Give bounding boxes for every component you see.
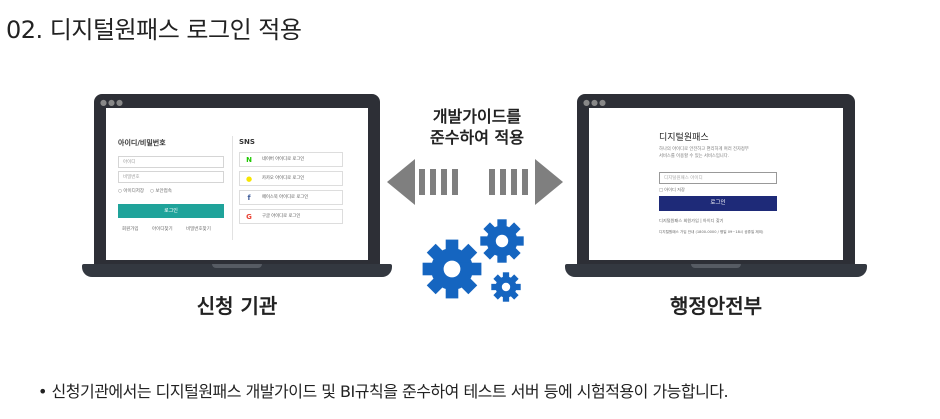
secure-checkbox[interactable]: ○ 보안접속 (150, 189, 172, 194)
facebook-login-label: 페이스북 아이디로 로그인 (262, 195, 309, 200)
service-description-2: 서비스를 이용할 수 있는 서비스입니다. (659, 154, 730, 159)
google-icon: G (246, 213, 252, 221)
facebook-icon: f (247, 194, 251, 202)
arrow-label-line-1: 개발가이드를 (432, 107, 522, 126)
kakao-login-label: 카카오 아이디로 로그인 (262, 176, 305, 181)
right-laptop-base (565, 264, 867, 277)
facebook-login-button[interactable]: f 페이스북 아이디로 로그인 (239, 190, 343, 205)
naver-login-label: 네이버 아이디로 로그인 (262, 157, 305, 162)
id-input[interactable]: 아이디 (118, 156, 224, 168)
save-id-label: 아이디저장 (123, 189, 145, 194)
find-password-link[interactable]: 비밀번호찾기 (186, 227, 211, 232)
left-laptop-base (82, 264, 392, 277)
secure-label: 보안접속 (155, 189, 172, 194)
onepass-links[interactable]: 디지털원패스 회원가입 | 아이디 찾기 (659, 218, 724, 223)
left-login-screen: 아이디/비밀번호 아이디 비밀번호 ○ 아이디저장 ○ 보안접속 로그인 회원가… (106, 108, 368, 260)
left-caption: 신청 기관 (196, 294, 278, 318)
bullet-text: 신청기관에서는 디지털원패스 개발가이드 및 BI규칙을 준수하여 테스트 서버… (51, 382, 729, 401)
login-header: 아이디/비밀번호 (118, 139, 166, 147)
find-id-link[interactable]: 아이디찾기 (152, 227, 173, 232)
gears-icon (422, 219, 524, 302)
onepass-save-id-checkbox[interactable]: □ 아이디 저장 (659, 187, 685, 192)
right-caption: 행정안전부 (670, 294, 762, 318)
left-laptop-screen-frame: ●●● 아이디/비밀번호 아이디 비밀번호 ○ 아이디저장 ○ 보안접속 로그인… (94, 94, 380, 264)
google-login-button[interactable]: G 구글 아이디로 로그인 (239, 209, 343, 224)
login-button[interactable]: 로그인 (118, 204, 224, 218)
save-id-checkbox[interactable]: ○ 아이디저장 (118, 189, 145, 194)
naver-login-button[interactable]: N 네이버 아이디로 로그인 (239, 152, 343, 167)
kakao-login-button[interactable]: ● 카카오 아이디로 로그인 (239, 171, 343, 186)
service-description-1: 하나의 아이디로 안전하고 편리하게 여러 전자정부 (659, 147, 749, 152)
bullet-note: • 신청기관에서는 디지털원패스 개발가이드 및 BI규칙을 준수하여 테스트 … (38, 382, 729, 401)
divider (232, 136, 233, 240)
google-login-label: 구글 아이디로 로그인 (262, 214, 301, 219)
onepass-id-input[interactable]: 디지털원패스 아이디 (659, 172, 777, 184)
sns-header: SNS (239, 138, 255, 146)
arrow-label: 개발가이드를 준수하여 적용 (402, 106, 552, 148)
naver-icon: N (246, 156, 252, 164)
onepass-save-id-label: 아이디 저장 (664, 187, 685, 192)
kakao-icon: ● (245, 175, 253, 183)
arrow-label-line-2: 준수하여 적용 (430, 128, 524, 147)
page-title: 02. 디지털원패스 로그인 적용 (6, 16, 302, 44)
password-input[interactable]: 비밀번호 (118, 171, 224, 183)
right-laptop-screen-frame: ●●● 디지털원패스 하나의 아이디로 안전하고 편리하게 여러 전자정부 서비… (577, 94, 855, 264)
double-arrow-icon (387, 159, 563, 205)
onepass-login-button[interactable]: 로그인 (659, 196, 777, 211)
signup-link[interactable]: 회원가입 (122, 227, 139, 232)
digital-onepass-title: 디지털원패스 (659, 133, 709, 143)
onepass-footer: 디지털원패스 가입 안내 (1800-0000 / 평일 09~18시 공휴일 … (659, 230, 764, 234)
right-login-screen: 디지털원패스 하나의 아이디로 안전하고 편리하게 여러 전자정부 서비스를 이… (589, 108, 843, 260)
